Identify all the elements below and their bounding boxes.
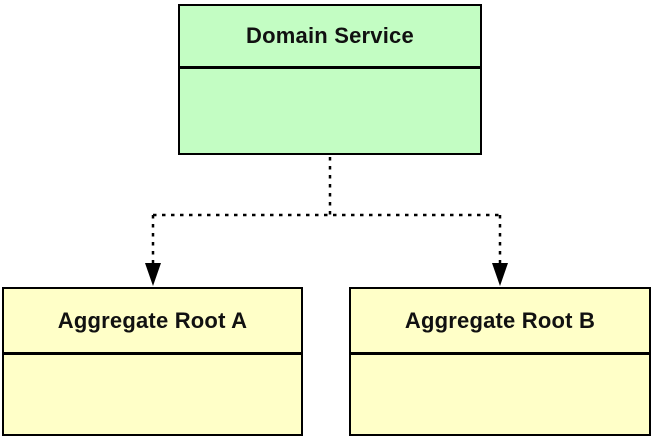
node-aggregate-root-a-body-compartment xyxy=(4,355,301,434)
node-domain-service-title: Domain Service xyxy=(180,6,480,69)
node-aggregate-root-b-title: Aggregate Root B xyxy=(351,289,649,355)
node-domain-service-body-compartment xyxy=(180,69,480,153)
node-aggregate-root-a: Aggregate Root A xyxy=(2,287,303,436)
node-aggregate-root-b-body-compartment xyxy=(351,355,649,434)
arrowhead-icon xyxy=(145,263,161,286)
node-aggregate-root-a-title: Aggregate Root A xyxy=(4,289,301,355)
node-domain-service: Domain Service xyxy=(178,4,482,155)
node-aggregate-root-b: Aggregate Root B xyxy=(349,287,651,436)
arrowhead-icon xyxy=(492,263,508,286)
